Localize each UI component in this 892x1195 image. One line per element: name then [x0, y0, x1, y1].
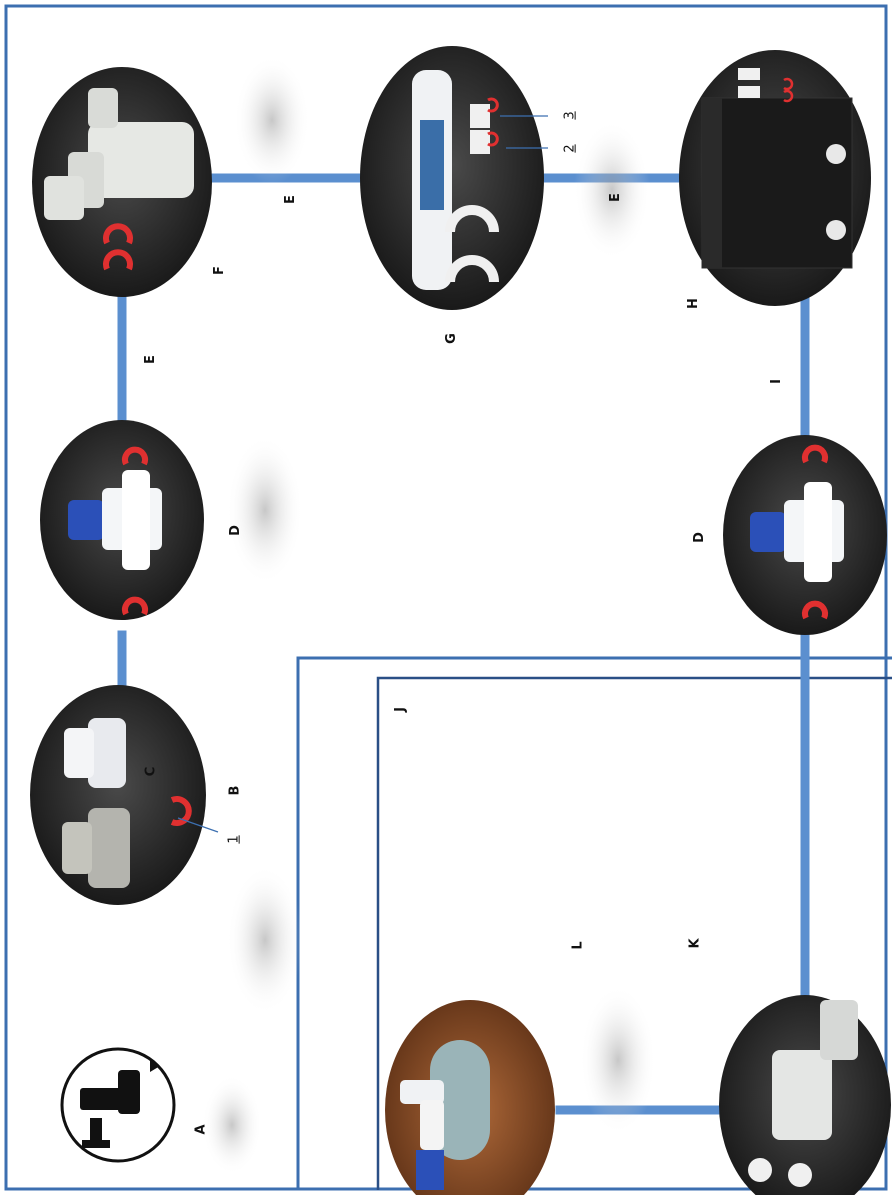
pipes [117, 173, 810, 1115]
solenoid-valve-photo [719, 995, 891, 1195]
label-g: G [443, 333, 459, 344]
fridge-connection-photo [385, 1000, 555, 1195]
tap-icon [60, 1047, 176, 1163]
inline-filter-photo [360, 46, 548, 310]
label-c: C [143, 766, 159, 777]
callout-2: 2 [562, 144, 578, 153]
appliance-outline-outer [296, 656, 892, 1190]
label-i: I [768, 379, 784, 384]
label-e-top: E [142, 355, 158, 364]
callout-line-1 [177, 817, 219, 833]
callout-1: 1 [226, 835, 242, 844]
pressure-regulator-photo [32, 67, 212, 297]
label-f: F [211, 266, 227, 275]
label-l: L [570, 941, 586, 950]
shadows [202, 55, 656, 1175]
callout-3: 3 [562, 111, 578, 120]
shutoff-valve-photo-bottom [723, 435, 887, 635]
electronics-unit-photo [679, 50, 871, 306]
label-j: J [392, 707, 408, 712]
label-e-low: E [607, 193, 623, 202]
shutoff-valve-photo-top [40, 420, 204, 620]
label-b: B [227, 785, 243, 796]
label-h: H [685, 298, 701, 309]
label-a: A [193, 1124, 209, 1135]
adapter-fittings-photo [30, 685, 206, 905]
label-d-bottom: D [691, 532, 707, 543]
label-k: K [687, 938, 703, 949]
label-e-mid: E [282, 195, 298, 204]
appliance-outline-inner [376, 676, 892, 1190]
label-d-top: D [227, 525, 243, 536]
